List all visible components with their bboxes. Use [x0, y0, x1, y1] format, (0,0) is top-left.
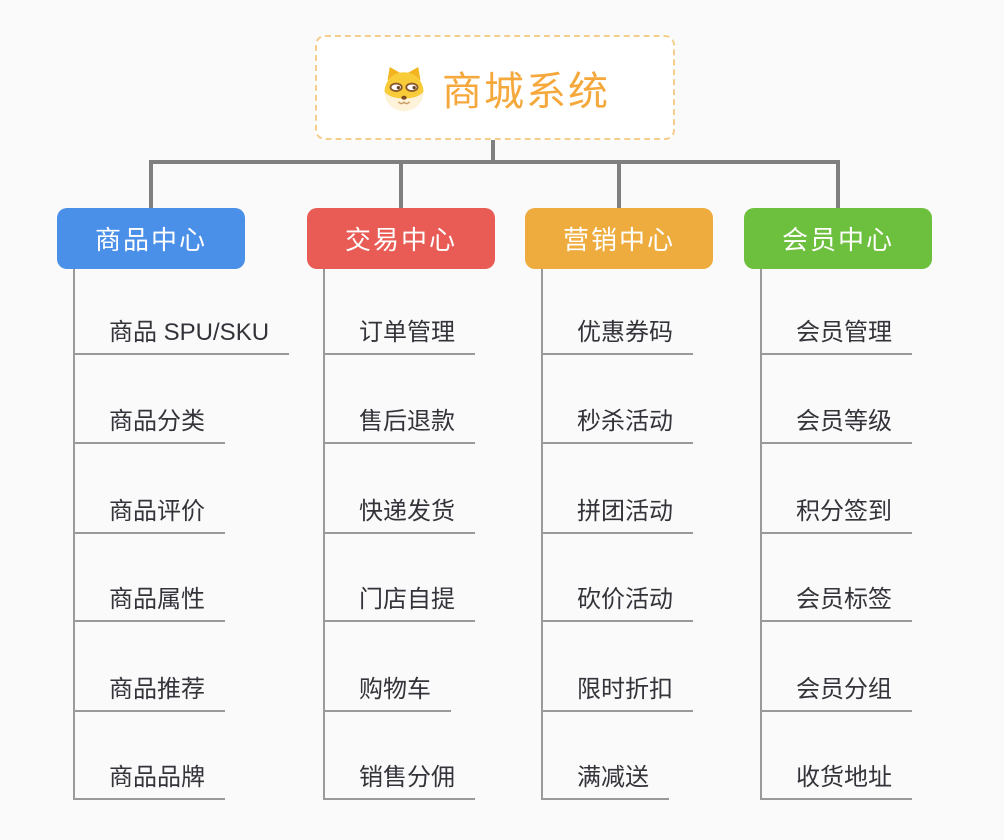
branch-node-label: 会员中心: [781, 225, 894, 255]
subtopic-item[interactable]: 商品推荐: [75, 668, 225, 712]
subtopic-label: 收货地址: [796, 764, 892, 791]
doge-face-icon: [384, 66, 424, 111]
subtopic-label: 购物车: [359, 676, 431, 703]
connector-drop-member: [836, 160, 840, 208]
subtopic-item[interactable]: 拼团活动: [543, 490, 693, 534]
subtopic-item[interactable]: 商品 SPU/SKU: [75, 311, 290, 355]
subtopic-item[interactable]: 商品评价: [75, 490, 225, 534]
subtopic-item[interactable]: 商品属性: [75, 578, 225, 622]
sublist-marketing-center: 优惠券码 秒杀活动 拼团活动 砍价活动 限时折扣 满减送: [541, 269, 783, 800]
branch-node-label: 营销中心: [562, 225, 675, 255]
subtopic-item[interactable]: 积分签到: [762, 490, 912, 534]
subtopic-item[interactable]: 购物车: [325, 668, 451, 712]
connector-bus: [149, 160, 840, 164]
subtopic-item[interactable]: 会员管理: [762, 311, 912, 355]
subtopic-label: 秒杀活动: [577, 408, 673, 435]
branch-node-marketing-center[interactable]: 营销中心: [525, 208, 713, 269]
subtopic-item[interactable]: 会员分组: [762, 668, 912, 712]
subtopic-item[interactable]: 订单管理: [325, 311, 475, 355]
subtopic-label: 限时折扣: [577, 676, 673, 703]
subtopic-label: 商品 SPU/SKU: [109, 319, 270, 346]
subtopic-label: 会员分组: [796, 676, 892, 703]
root-node-label: 商城系统: [442, 69, 610, 114]
subtopic-label: 优惠券码: [577, 319, 673, 346]
subtopic-label: 砍价活动: [577, 586, 673, 613]
subtopic-label: 门店自提: [359, 586, 455, 613]
subtopic-label: 商品推荐: [109, 676, 205, 703]
sublist-product-center: 商品 SPU/SKU 商品分类 商品评价 商品属性 商品推荐 商品品牌: [73, 269, 315, 800]
subtopic-label: 商品分类: [109, 408, 205, 435]
subtopic-item[interactable]: 售后退款: [325, 400, 475, 444]
sublist-member-center: 会员管理 会员等级 积分签到 会员标签 会员分组 收货地址: [760, 269, 1002, 800]
subtopic-item[interactable]: 销售分佣: [325, 756, 475, 800]
subtopic-item[interactable]: 会员等级: [762, 400, 912, 444]
root-node-mall-system[interactable]: 商城系统: [315, 35, 675, 140]
connector-drop-trade: [399, 160, 403, 208]
subtopic-label: 商品品牌: [109, 764, 205, 791]
subtopic-item[interactable]: 商品分类: [75, 400, 225, 444]
sublist-trade-center: 订单管理 售后退款 快递发货 门店自提 购物车 销售分佣: [323, 269, 565, 800]
subtopic-item[interactable]: 限时折扣: [543, 668, 693, 712]
subtopic-label: 拼团活动: [577, 498, 673, 525]
subtopic-label: 商品评价: [109, 498, 205, 525]
subtopic-label: 会员标签: [796, 586, 892, 613]
subtopic-item[interactable]: 快递发货: [325, 490, 475, 534]
subtopic-label: 快递发货: [359, 498, 455, 525]
branch-node-label: 交易中心: [344, 225, 457, 255]
branch-node-label: 商品中心: [94, 225, 207, 255]
branch-node-product-center[interactable]: 商品中心: [57, 208, 245, 269]
subtopic-label: 积分签到: [796, 498, 892, 525]
subtopic-label: 满减送: [577, 764, 649, 791]
subtopic-item[interactable]: 砍价活动: [543, 578, 693, 622]
connector-drop-marketing: [617, 160, 621, 208]
branch-node-member-center[interactable]: 会员中心: [744, 208, 932, 269]
subtopic-item[interactable]: 商品品牌: [75, 756, 225, 800]
subtopic-label: 会员等级: [796, 408, 892, 435]
connector-drop-product: [149, 160, 153, 208]
subtopic-item[interactable]: 门店自提: [325, 578, 475, 622]
subtopic-label: 售后退款: [359, 408, 455, 435]
subtopic-label: 销售分佣: [359, 764, 455, 791]
subtopic-item[interactable]: 满减送: [543, 756, 669, 800]
subtopic-item[interactable]: 会员标签: [762, 578, 912, 622]
subtopic-item[interactable]: 秒杀活动: [543, 400, 693, 444]
branch-node-trade-center[interactable]: 交易中心: [307, 208, 495, 269]
subtopic-label: 会员管理: [796, 319, 892, 346]
connector-root-drop: [491, 140, 495, 164]
subtopic-item[interactable]: 优惠券码: [543, 311, 693, 355]
subtopic-label: 订单管理: [359, 319, 455, 346]
subtopic-label: 商品属性: [109, 586, 205, 613]
subtopic-item[interactable]: 收货地址: [762, 756, 912, 800]
